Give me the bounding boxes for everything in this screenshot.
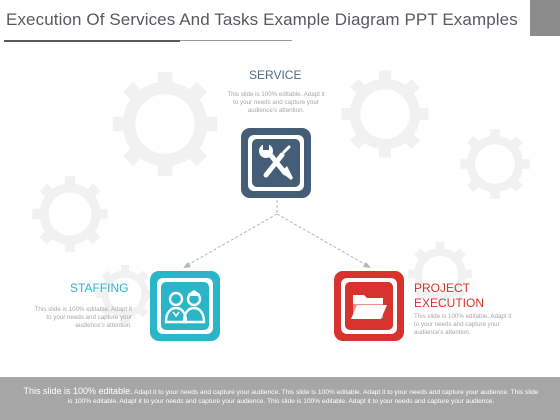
footer-text: This slide is 100% editable. Adapt it to… — [6, 387, 556, 406]
service-description: This slide is 100% editable. Adapt it to… — [214, 91, 338, 115]
staffing-heading: STAFFING — [70, 281, 129, 295]
staffing-description-line: This slide is 100% editable. Adapt it — [34, 306, 132, 313]
staffing-description-line: to your needs and capture your — [46, 314, 132, 321]
project-heading-line: PROJECT — [414, 281, 471, 295]
project-heading-line: EXECUTION — [414, 296, 485, 310]
title-underline-light — [180, 40, 292, 41]
staffing-description: This slide is 100% editable. Adapt it to… — [14, 306, 132, 330]
service-description-line: audience's attention. — [247, 107, 305, 114]
project-icon-box — [334, 271, 404, 341]
project-description-line: audience's attention. — [414, 329, 471, 336]
footer-line-1: Adapt it to your needs and capture your … — [132, 389, 539, 396]
project-description: This slide is 100% editable. Adapt it to… — [414, 313, 538, 337]
project-description-line: This slide is 100% editable. Adapt it — [414, 313, 512, 320]
service-description-line: to your needs and capture your — [233, 99, 319, 106]
project-description-line: to your needs and capture your — [414, 321, 500, 328]
service-icon-box — [241, 128, 311, 198]
title-underline-dark — [4, 40, 180, 42]
corner-decoration — [530, 0, 560, 36]
connector-to-project — [276, 213, 369, 267]
footer-line-2: is 100% editable. Adapt it to your needs… — [67, 398, 495, 405]
footer-bar — [0, 377, 560, 420]
connector-to-staffing — [185, 213, 278, 267]
staffing-description-line: audience's attention. — [75, 322, 132, 329]
medical-staff-icon — [164, 290, 206, 324]
service-heading: SERVICE — [249, 68, 302, 82]
footer-lead: This slide is 100% editable. — [23, 386, 133, 396]
project-heading: PROJECT EXECUTION — [414, 281, 484, 311]
arrowhead-project — [363, 262, 371, 268]
service-description-line: This slide is 100% editable. Adapt it — [227, 91, 325, 98]
folder-icon — [351, 295, 387, 319]
tools-icon — [259, 143, 293, 180]
staffing-icon-box — [150, 271, 220, 341]
slide-title: Execution Of Services And Tasks Example … — [6, 10, 518, 29]
arrowhead-staffing — [183, 262, 191, 268]
